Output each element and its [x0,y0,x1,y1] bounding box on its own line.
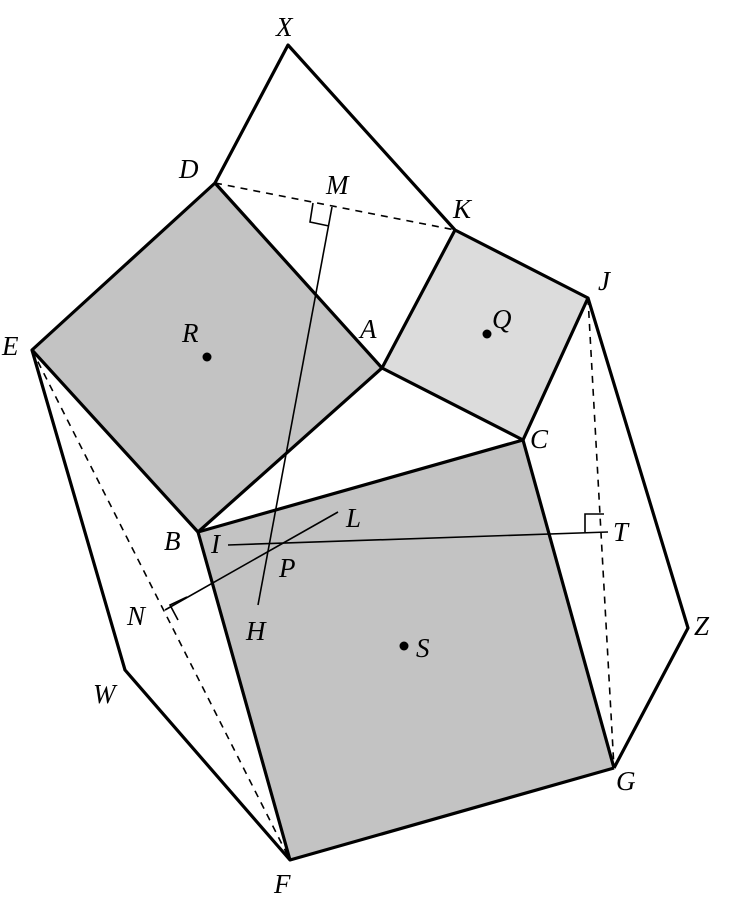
label-n: N [126,601,147,631]
right-angle-marker-m [309,202,330,227]
label-z: Z [694,611,710,641]
label-p: P [278,553,296,583]
label-c: C [530,424,549,454]
edge-square-bc-inner [196,438,524,861]
point-s-dot [399,641,409,651]
line-ln [164,511,339,611]
label-l: L [345,503,361,533]
label-k: K [452,194,473,224]
line-it [227,531,609,546]
label-b: B [164,526,181,556]
point-r-dot [202,352,212,362]
label-i: I [210,529,222,559]
edge-square-ac-inner [380,229,590,442]
label-w: W [93,679,118,709]
dashed-line-ef [31,349,291,861]
label-r: R [181,318,199,348]
label-d: D [178,154,199,184]
label-x: X [275,12,294,42]
edge-outline-top [213,43,690,769]
right-angle-marker-n [168,596,188,621]
edge-square-ab-inner [30,181,384,534]
label-e: E [1,331,19,361]
point-q-dot [482,329,492,339]
label-t: T [613,517,630,547]
label-f: F [273,869,291,899]
label-a: A [358,314,377,344]
line-mh [257,206,333,606]
right-angle-marker-t [584,513,604,532]
label-h: H [245,616,267,646]
label-q: Q [492,304,512,334]
label-m: M [325,170,350,200]
label-j: J [598,266,612,296]
edge-outline-left [30,181,615,862]
label-s: S [416,633,430,663]
edge-cg [521,439,616,769]
label-g: G [616,766,636,796]
dashed-line-dk [214,182,456,231]
